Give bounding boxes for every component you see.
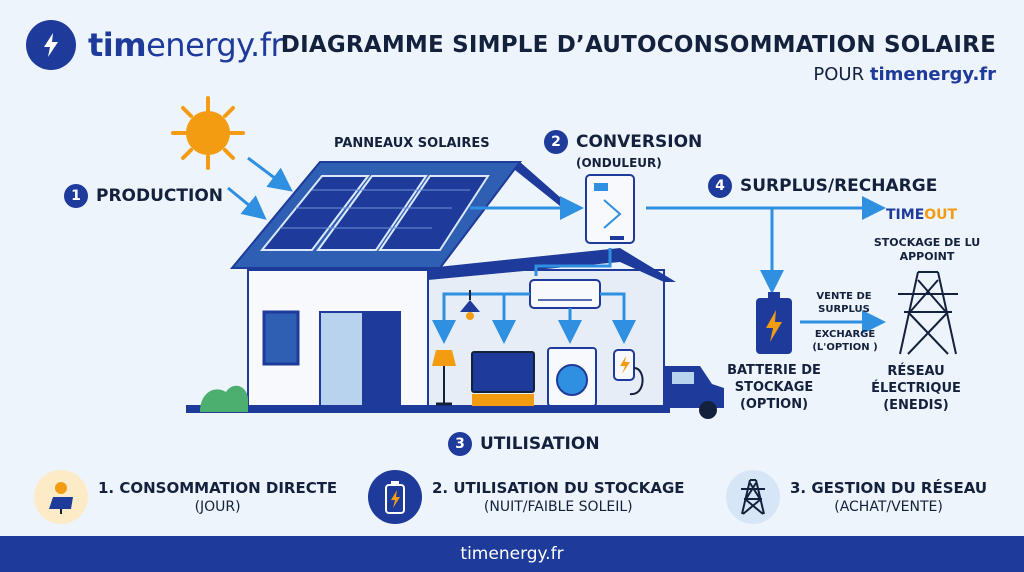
legend-sub: (NUIT/FAIBLE SOLEIL) bbox=[483, 499, 633, 515]
inverter-icon bbox=[585, 174, 635, 244]
arrow-to-house bbox=[534, 248, 612, 276]
solar-panel-sun-icon bbox=[34, 470, 88, 524]
brand: timenergy.fr bbox=[26, 20, 284, 70]
air-conditioner-icon bbox=[529, 279, 601, 309]
solar-panels bbox=[259, 175, 490, 251]
footer: timenergy.fr bbox=[0, 536, 1024, 572]
ceiling-lamp-icon bbox=[460, 290, 480, 320]
battery-label: BATTERIE DE STOCKAGE (OPTION) bbox=[727, 363, 821, 412]
footer-text: timenergy.fr bbox=[460, 544, 564, 564]
sun-ray-arrow bbox=[247, 156, 293, 192]
television-icon bbox=[471, 351, 535, 406]
legend-title: 1. CONSOMMATION DIRECTE bbox=[98, 479, 338, 497]
sun-ray-arrow bbox=[227, 186, 267, 220]
grid-label: RÉSEAU ÉLECTRIQUE (ENEDIS) bbox=[871, 364, 961, 413]
legend-item-grid: 3. GESTION DU RÉSEAU (ACHAT/VENTE) bbox=[726, 470, 987, 524]
legend-title: 2. UTILISATION DU STOCKAGE bbox=[432, 479, 685, 497]
sell-surplus-label: VENTE DE SURPLUS bbox=[816, 291, 872, 315]
car-icon bbox=[664, 366, 724, 419]
page-title: DIAGRAMME SIMPLE D’AUTOCONSOMMATION SOLA… bbox=[280, 32, 996, 58]
backup-storage-label: STOCKAGE DE LU APPOINT bbox=[873, 236, 981, 264]
legend-item-direct: 1. CONSOMMATION DIRECTE (JOUR) bbox=[34, 470, 337, 524]
lightning-logo-icon bbox=[26, 20, 76, 70]
legend-sub: (ACHAT/VENTE) bbox=[834, 499, 943, 515]
page-subtitle: POUR timenergy.fr bbox=[813, 64, 996, 85]
timeout-logo: TIMEOUT bbox=[886, 207, 958, 223]
conversion-sub: (ONDULEUR) bbox=[576, 156, 662, 170]
brand-name: timenergy.fr bbox=[88, 26, 284, 64]
battery-storage-icon bbox=[756, 292, 792, 354]
grid-pylon-icon bbox=[898, 271, 958, 355]
exchange-label: EXCHARGE (L'OPTION ) bbox=[812, 329, 878, 353]
battery-icon bbox=[368, 470, 422, 524]
arrow-to-battery bbox=[750, 206, 784, 294]
floor-lamp-icon bbox=[432, 350, 456, 406]
sun-icon bbox=[171, 96, 245, 170]
legend-sub: (JOUR) bbox=[194, 499, 241, 515]
panels-label: PANNEAUX SOLAIRES bbox=[334, 136, 490, 151]
legend-item-storage: 2. UTILISATION DU STOCKAGE (NUIT/FAIBLE … bbox=[368, 470, 685, 524]
ev-charger-icon bbox=[613, 349, 644, 396]
pylon-icon bbox=[726, 470, 780, 524]
legend-title: 3. GESTION DU RÉSEAU bbox=[790, 479, 988, 497]
washing-machine-icon bbox=[547, 347, 597, 407]
